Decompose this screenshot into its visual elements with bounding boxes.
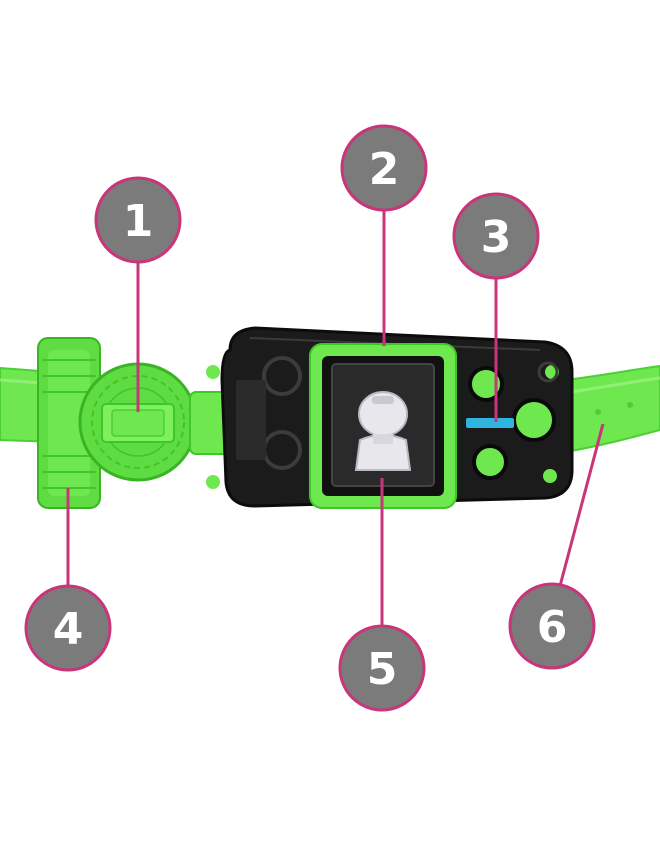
screw-icon [537, 361, 559, 383]
belt-strap-right [564, 364, 660, 454]
callout-number: 5 [367, 644, 398, 695]
leader-line-6 [558, 423, 605, 587]
gear-detail [262, 356, 302, 396]
right-button [512, 398, 556, 442]
callout-number: 1 [123, 196, 154, 247]
callout-2: 2 [340, 124, 428, 212]
indicator-light [466, 418, 514, 428]
callout-number: 3 [481, 212, 512, 263]
screw-icon [206, 475, 220, 489]
callout-1: 1 [94, 176, 182, 264]
screw-icon [206, 365, 220, 379]
strap-hole [595, 409, 601, 415]
callout-number: 6 [537, 602, 568, 653]
button-cluster [466, 361, 559, 480]
callout-3: 3 [452, 192, 540, 280]
callout-6: 6 [508, 582, 596, 670]
center-window [309, 343, 457, 509]
figure-icon [354, 391, 412, 471]
body-slot [236, 380, 266, 460]
leader-lines [66, 208, 605, 628]
callout-5: 5 [338, 624, 426, 712]
screw-icon [543, 469, 557, 483]
top-button [468, 366, 504, 402]
callout-number: 4 [53, 604, 84, 655]
bottom-button [472, 444, 508, 480]
strap-hole [627, 402, 633, 408]
callout-4: 4 [24, 584, 112, 672]
callout-number: 2 [369, 144, 400, 195]
